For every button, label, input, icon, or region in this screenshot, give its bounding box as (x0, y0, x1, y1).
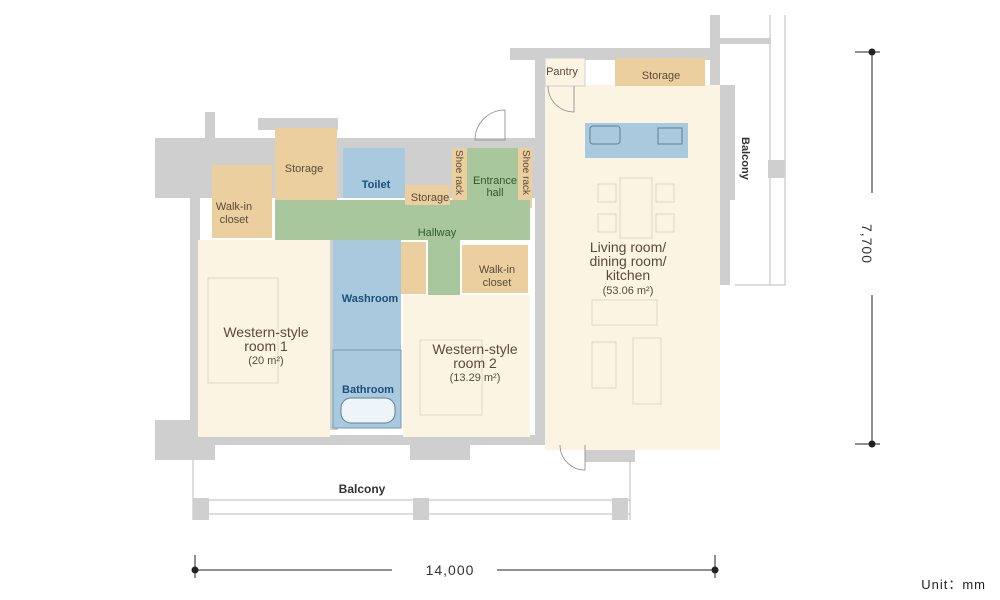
bed-1 (207, 277, 279, 384)
hallway-floor (275, 200, 530, 240)
walkin-right-label-2: closet (483, 277, 512, 289)
shoe-rack-right-label: Shoe rack (520, 150, 531, 196)
ldk-label-2: dining room/ (589, 253, 666, 269)
pantry-floor (544, 57, 586, 87)
labels: Pantry Storage Balcony Storage Toilet En… (216, 66, 875, 578)
ldk-label-3: kitchen (606, 267, 650, 283)
kitchen-counter (585, 123, 688, 158)
height-dimension: 7,700 (859, 224, 875, 264)
western2-label-2: room 2 (453, 355, 497, 371)
washroom-label: Washroom (342, 293, 399, 305)
walkin-left-label-2: closet (220, 214, 249, 226)
stove-icon (657, 127, 683, 145)
bathroom-label: Bathroom (342, 384, 394, 396)
western2-area: (13.29 m²) (450, 372, 501, 384)
washroom-floor (333, 240, 401, 350)
entrance-label-2: hall (486, 187, 503, 199)
shoe-rack-right-shape (518, 148, 532, 208)
walkin-left-label-1: Walk-in (216, 201, 252, 213)
toilet-label: Toilet (362, 179, 391, 191)
bed-2 (419, 339, 483, 416)
walkin-right-label-1: Walk-in (479, 264, 515, 276)
balcony-side-rail (713, 15, 786, 286)
dimension-lines (191, 48, 880, 578)
western2-floor (403, 295, 530, 437)
balcony-side-label: Balcony (739, 137, 751, 181)
shoe-rack-left-shape (452, 148, 467, 208)
storage-small-label: Storage (411, 192, 450, 204)
unit-label: Unit：mm (921, 577, 986, 592)
storage-left-floor (275, 128, 337, 200)
western1-label-2: room 1 (244, 338, 288, 354)
walkin-right-floor (462, 245, 528, 293)
western1-label-1: Western-style (223, 324, 309, 340)
storage-kitchen-floor (615, 58, 705, 86)
western2-label-1: Western-style (432, 341, 518, 357)
western1-floor (198, 240, 330, 437)
sink-icon (589, 125, 621, 145)
storage-left-label: Storage (285, 163, 324, 175)
ldk-label-1: Living room/ (590, 239, 666, 255)
walkin-left-floor (212, 165, 272, 238)
hallway-label: Hallway (418, 227, 457, 239)
shoe-rack-left-label: Shoe rack (453, 150, 464, 196)
doors (474, 85, 586, 471)
western1-area: (20 m²) (248, 355, 283, 367)
washroom-storage (401, 242, 426, 294)
balcony-bottom-rail (192, 460, 631, 520)
bathtub-icon (340, 397, 396, 424)
entrance-label-1: Entrance (473, 175, 517, 187)
dining-furniture (591, 177, 675, 405)
storage-small-floor (405, 185, 450, 205)
ldk-area: (53.06 m²) (603, 285, 654, 297)
width-dimension: 14,000 (426, 562, 475, 578)
toilet-floor (343, 148, 405, 198)
balcony-bottom-label: Balcony (339, 482, 386, 496)
pantry-label: Pantry (546, 66, 578, 78)
hallway-branch (428, 240, 460, 295)
storage-kitchen-label: Storage (642, 70, 681, 82)
